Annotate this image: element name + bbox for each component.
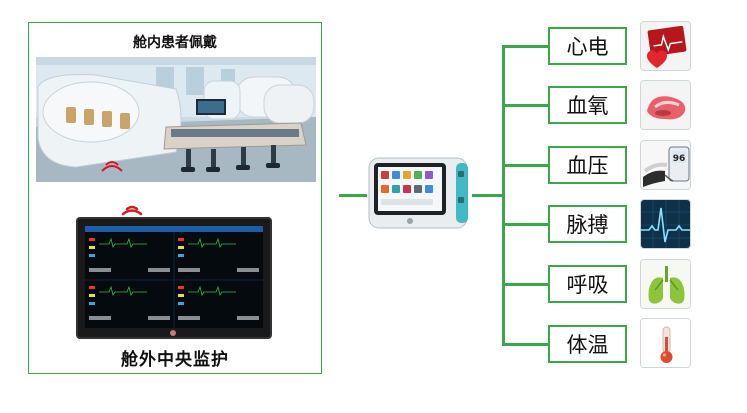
in-chamber-caption: 舱内患者佩戴 (133, 35, 217, 51)
param-label-spo2: 血氧 (548, 86, 627, 124)
left-panel: 舱内患者佩戴 (28, 22, 322, 374)
param-label-ecg: 心电 (548, 27, 627, 65)
wearable-monitor-device (368, 155, 471, 231)
connector-branch-pulse (502, 223, 548, 226)
connector-trunk (502, 45, 505, 345)
connector-branch-bp (502, 164, 548, 167)
connector-branch-resp (502, 283, 548, 286)
blood-pressure-cuff-icon: 96 (640, 140, 691, 190)
connector-branch-spo2 (502, 104, 548, 107)
connector-left (339, 194, 367, 197)
chamber-photo (36, 57, 316, 182)
param-label-resp: 呼吸 (548, 265, 627, 303)
svg-text:96: 96 (673, 154, 686, 164)
central-monitoring-caption: 舱外中央监护 (121, 350, 229, 370)
spo2-finger-clip-icon (640, 80, 691, 130)
ecg-heart-icon (640, 21, 691, 71)
connector-right (472, 194, 504, 197)
param-label-temp: 体温 (548, 325, 627, 363)
power-indicator-icon (170, 330, 176, 336)
connector-branch-temp (502, 343, 548, 346)
param-label-pulse: 脉搏 (548, 205, 627, 243)
thermometer-icon (640, 318, 691, 368)
param-label-bp: 血压 (548, 146, 627, 184)
lungs-icon (640, 259, 691, 309)
pulse-waveform-icon (640, 199, 691, 249)
central-monitor-display (76, 217, 272, 339)
connector-branch-ecg (502, 45, 548, 48)
